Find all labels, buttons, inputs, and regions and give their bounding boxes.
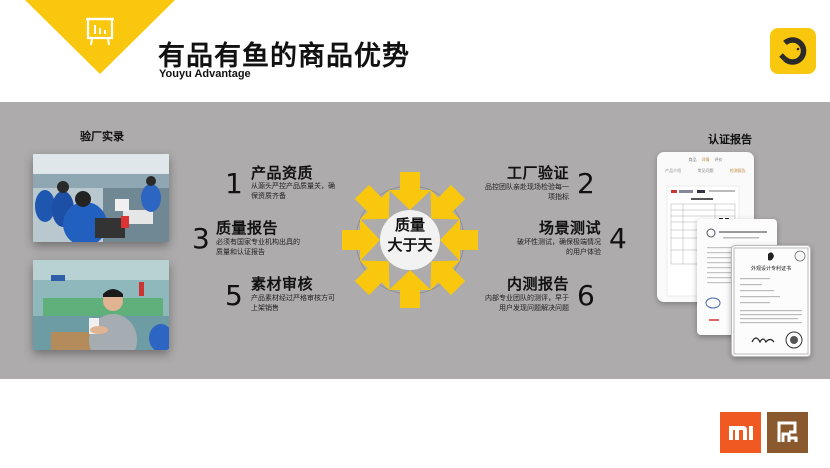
factory-inspection-label: 验厂实录 [80, 130, 124, 143]
item-number: 2 [577, 167, 595, 200]
page-subtitle: Youyu Advantage [159, 68, 251, 80]
item-desc: 品控团队亲赴现场检验每一项指标 [485, 183, 569, 201]
page-title: 有品有鱼的商品优势 [158, 41, 410, 72]
item-desc: 产品素材经过严格审核方可上架销售 [251, 294, 335, 312]
center-slogan-line1: 质量 [394, 216, 425, 234]
item-number: 5 [225, 279, 243, 312]
phone-tabs: 商品 详情 评价 [657, 157, 754, 163]
item-title: 素材审核 [251, 275, 314, 293]
item-number: 1 [225, 167, 243, 200]
center-slogan-line2: 大于天 [387, 236, 433, 254]
quality-sunburst-graphic [342, 172, 478, 308]
inspector-holding-product-photo [33, 260, 169, 350]
certificate-title: 外观设计专利证书 [751, 265, 791, 272]
phone-subtabs: 产品介绍 常见问题 检测报告 [657, 168, 754, 174]
design-patent-certificate: 外观设计专利证书 [731, 245, 811, 357]
phone-subtab: 常见问题 [697, 168, 714, 173]
youpin-logo [767, 412, 808, 453]
item-number: 4 [609, 222, 627, 255]
phone-tab: 商品 [688, 157, 697, 162]
factory-workers-photo [33, 154, 169, 242]
fish-icon [779, 37, 807, 65]
item-title: 场景测试 [538, 219, 601, 237]
item-number: 6 [577, 279, 595, 312]
arrow-icons [342, 172, 478, 308]
item-desc: 必须有国家专业机构出具的质量和认证报告 [216, 238, 300, 256]
item-desc: 破坏性测试，确保极端情况的用户体验 [517, 238, 601, 256]
center-slogan: 质量 大于天 [370, 215, 450, 255]
presentation-board-icon [86, 17, 114, 46]
phone-subtab: 检测报告 [729, 168, 746, 173]
item-title: 质量报告 [216, 219, 279, 237]
mi-logo [720, 412, 761, 453]
certification-reports-label: 认证报告 [708, 133, 752, 146]
item-title: 工厂验证 [506, 164, 569, 182]
item-title: 产品资质 [251, 164, 314, 182]
youyu-fish-logo [770, 28, 816, 74]
item-desc: 从源头严控产品质量关，确保资质齐备 [251, 182, 335, 200]
phone-tab: 评价 [714, 157, 723, 162]
item-desc: 内部专业团队的测评，早于用户发现问题解决问题 [485, 294, 569, 312]
item-number: 3 [192, 222, 210, 255]
phone-subtab: 产品介绍 [665, 168, 682, 173]
phone-tab: 详情 [701, 157, 710, 162]
item-title: 内测报告 [506, 275, 569, 293]
